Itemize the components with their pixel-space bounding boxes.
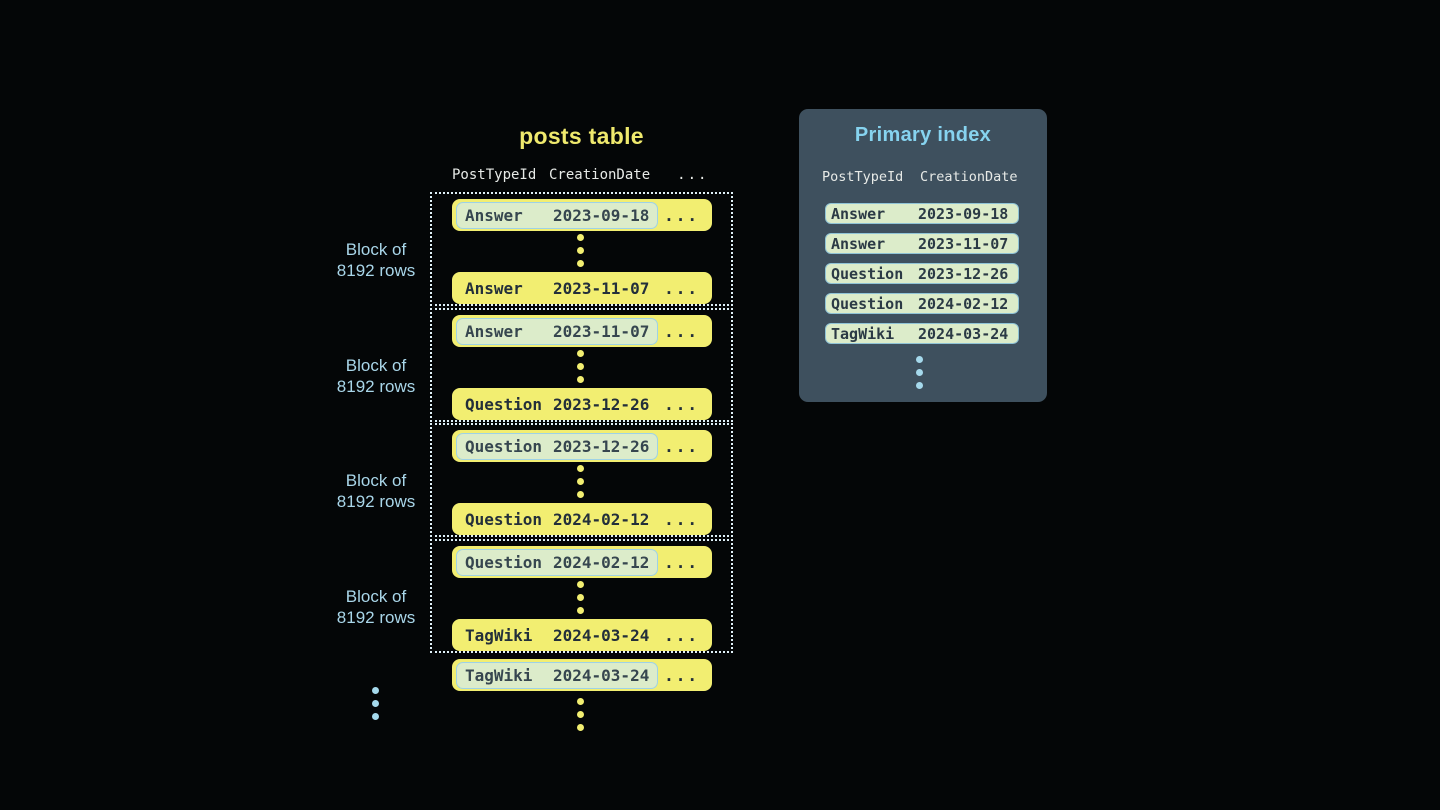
hidden-rows-dots-icon <box>577 465 584 498</box>
table-row-block-first: Question 2024-02-12... <box>452 546 712 578</box>
index-row-posttypeid: TagWiki <box>831 324 895 343</box>
block-label-line1: Block of <box>345 471 407 490</box>
table-row-block-last: Answer 2023-11-07... <box>452 272 712 304</box>
row-ellipsis: ... <box>664 205 699 225</box>
row-creationdate: 2023-12-26 <box>553 436 650 456</box>
row-values: TagWiki 2024-03-24 <box>456 626 658 645</box>
row-ellipsis: ... <box>664 625 699 645</box>
posts-table-title: posts table <box>519 123 644 149</box>
row-posttypeid: Question <box>465 509 543 529</box>
row-ellipsis: ... <box>664 278 699 298</box>
block-of-rows: Answer 2023-11-07... Question 2023-12-26... <box>430 308 733 422</box>
row-posttypeid: Answer <box>465 205 523 225</box>
block-label-line2: 8192 rows <box>336 261 416 280</box>
row-highlight-pill: Answer 2023-11-07 <box>456 317 659 345</box>
index-row-creationdate: 2023-12-26 <box>918 264 1009 283</box>
row-ellipsis: ... <box>664 321 699 341</box>
index-row: Question 2023-12-26 <box>825 263 1019 284</box>
row-creationdate: 2023-09-18 <box>553 205 650 225</box>
table-row-block-first: Question 2023-12-26... <box>452 430 712 462</box>
more-blocks-dots-icon <box>372 687 379 720</box>
block-of-rows: Answer 2023-09-18... Answer 2023-11-07... <box>430 192 733 306</box>
row-highlight-pill: Question 2024-02-12 <box>456 548 659 576</box>
row-posttypeid: Answer <box>465 321 523 341</box>
row-creationdate: 2024-02-12 <box>553 509 650 529</box>
row-creationdate: 2023-11-07 <box>553 321 650 341</box>
column-header-ellipsis: ... <box>677 167 709 183</box>
index-row: TagWiki 2024-03-24 <box>825 323 1019 344</box>
hidden-rows-dots-icon <box>577 234 584 267</box>
row-ellipsis: ... <box>664 394 699 414</box>
index-row-creationdate: 2024-02-12 <box>918 294 1009 313</box>
row-creationdate: 2024-03-24 <box>553 665 650 685</box>
block-label-line1: Block of <box>345 240 407 259</box>
row-posttypeid: TagWiki <box>465 625 533 645</box>
block-label: Block of 8192 rows <box>318 586 434 628</box>
index-column-header-creationdate: CreationDate <box>920 169 1018 185</box>
index-more-entries-dots-icon <box>916 356 923 389</box>
column-header-creationdate: CreationDate <box>549 167 651 183</box>
row-posttypeid: TagWiki <box>465 665 533 685</box>
column-header-posttypeid: PostTypeId <box>452 167 537 183</box>
primary-index-panel: Primary index PostTypeId CreationDate An… <box>799 109 1047 402</box>
block-label-line2: 8192 rows <box>336 608 416 627</box>
row-ellipsis: ... <box>664 509 699 529</box>
row-ellipsis: ... <box>664 552 699 572</box>
index-row-creationdate: 2023-11-07 <box>918 234 1009 253</box>
block-label-line1: Block of <box>345 587 407 606</box>
index-row: Question 2024-02-12 <box>825 293 1019 314</box>
posts-table-column-headers: PostTypeId CreationDate ... <box>452 167 708 183</box>
primary-index-column-headers: PostTypeId CreationDate <box>822 169 1018 185</box>
index-row: Answer 2023-09-18 <box>825 203 1019 224</box>
block-label: Block of 8192 rows <box>318 355 434 397</box>
block-label: Block of 8192 rows <box>318 239 434 281</box>
index-row: Answer 2023-11-07 <box>825 233 1019 254</box>
index-row-creationdate: 2024-03-24 <box>918 324 1009 343</box>
row-posttypeid: Answer <box>465 278 523 298</box>
table-row-block-last: Question 2023-12-26... <box>452 388 712 420</box>
row-creationdate: 2023-12-26 <box>553 394 650 414</box>
row-values: Question 2023-12-26 <box>456 395 658 414</box>
row-posttypeid: Question <box>465 552 543 572</box>
block-label-line2: 8192 rows <box>336 377 416 396</box>
row-ellipsis: ... <box>664 436 699 456</box>
index-row-creationdate: 2023-09-18 <box>918 204 1009 223</box>
block-of-rows: Question 2024-02-12... TagWiki 2024-03-24..… <box>430 539 733 653</box>
table-more-rows-dots-icon <box>577 698 584 731</box>
table-row-block-first: Answer 2023-11-07... <box>452 315 712 347</box>
row-posttypeid: Question <box>465 394 543 414</box>
table-row-block-first: Answer 2023-09-18... <box>452 199 712 231</box>
row-highlight-pill: Answer 2023-09-18 <box>456 201 659 229</box>
row-values: Answer 2023-11-07 <box>456 279 658 298</box>
table-row-block-last: TagWiki 2024-03-24... <box>452 619 712 651</box>
row-posttypeid: Question <box>465 436 543 456</box>
row-creationdate: 2024-03-24 <box>553 625 650 645</box>
block-of-rows: Question 2023-12-26... Question 2024-02-12.… <box>430 423 733 537</box>
row-ellipsis: ... <box>664 665 699 685</box>
hidden-rows-dots-icon <box>577 350 584 383</box>
block-label-line2: 8192 rows <box>336 492 416 511</box>
row-values: Question 2024-02-12 <box>456 510 658 529</box>
table-row-overflow: TagWiki 2024-03-24 ... <box>452 659 712 691</box>
block-label: Block of 8192 rows <box>318 470 434 512</box>
table-row-block-last: Question 2024-02-12... <box>452 503 712 535</box>
index-column-header-posttypeid: PostTypeId <box>822 169 904 185</box>
hidden-rows-dots-icon <box>577 581 584 614</box>
primary-index-title: Primary index <box>854 124 992 146</box>
row-highlight-pill: Question 2023-12-26 <box>456 432 659 460</box>
row-highlight-pill: TagWiki 2024-03-24 <box>456 661 659 689</box>
index-row-posttypeid: Answer <box>831 234 886 253</box>
index-row-posttypeid: Question <box>831 264 904 283</box>
index-row-posttypeid: Question <box>831 294 904 313</box>
row-creationdate: 2024-02-12 <box>553 552 650 572</box>
block-label-line1: Block of <box>345 356 407 375</box>
index-row-posttypeid: Answer <box>831 204 886 223</box>
row-creationdate: 2023-11-07 <box>553 278 650 298</box>
